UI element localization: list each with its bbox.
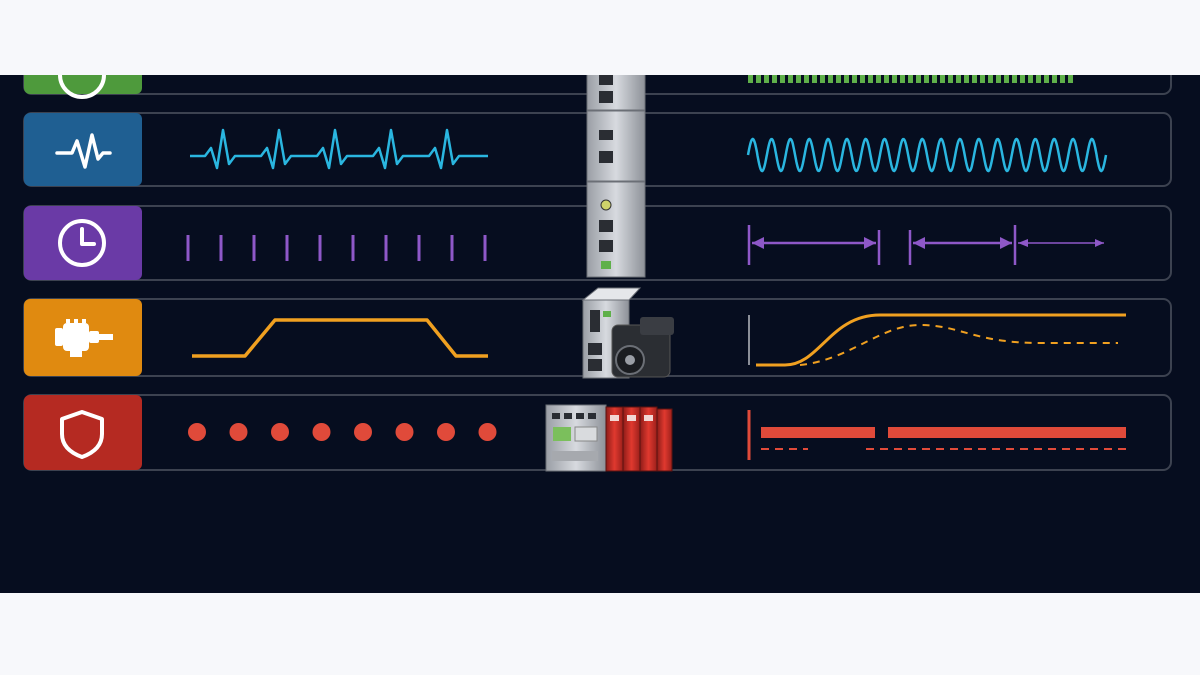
row-safety [23,394,1172,471]
dot-mark [395,423,414,441]
row-timing [23,205,1172,281]
s-curve-response [748,313,1126,367]
dot-mark [312,423,331,441]
bar-mark [1052,75,1057,83]
bar-mark [940,75,945,83]
bar-mark [876,75,881,83]
bar-mark [884,75,889,83]
bar-mark [844,75,849,83]
dot-mark [229,423,248,441]
safety-plc-icon [545,404,673,472]
bar-mark [1020,75,1025,83]
bar-mark [780,75,785,83]
bar-mark [988,75,993,83]
bar-mark [964,75,969,83]
servo-drive-motor-icon [581,287,674,379]
bar-mark [956,75,961,83]
bar-mark [788,75,793,83]
io-module-stack-icon [586,75,646,278]
diagram-panel [0,75,1200,593]
bar-mark [980,75,985,83]
bar-mark [1068,75,1073,83]
bar-mark [828,75,833,83]
bar-mark [908,75,913,83]
bar-mark [764,75,769,83]
bar-mark [1012,75,1017,83]
dot-mark [437,423,455,441]
heartbeat-icon [24,113,142,186]
bar-mark [924,75,929,83]
bar-mark [804,75,809,83]
bar-mark [868,75,873,83]
bar-mark [948,75,953,83]
dot-mark [478,423,497,441]
dot-mark [354,423,372,441]
bar-mark [1004,75,1009,83]
bar-mark [748,75,753,83]
bar-mark [772,75,777,83]
bar-mark [836,75,841,83]
bar-mark [860,75,865,83]
shield-icon [24,395,142,470]
bar-mark [756,75,761,83]
diagram-canvas [23,75,1172,472]
bar-mark [892,75,897,83]
trapezoid-profile [192,318,488,358]
bar-mark [1044,75,1049,83]
bar-mark [932,75,937,83]
safety-bars [747,410,1126,460]
bar-mark [1060,75,1065,83]
dot-sequence [188,423,497,441]
bar-mark [1036,75,1041,83]
bar-mark [1028,75,1033,83]
interval-arrows [747,225,1104,265]
pulse-wave [190,128,488,170]
bar-mark [820,75,825,83]
bar-mark [900,75,905,83]
bar-mark [972,75,977,83]
bar-mark [916,75,921,83]
tick-marks [186,235,487,261]
bars-partial [748,75,1073,83]
gauge-icon [24,75,142,94]
dot-mark [271,423,289,441]
bar-mark [812,75,817,83]
sine-wave [746,137,1108,173]
dot-mark [188,423,206,441]
bar-mark [852,75,857,83]
bar-mark [796,75,801,83]
bar-mark [996,75,1001,83]
